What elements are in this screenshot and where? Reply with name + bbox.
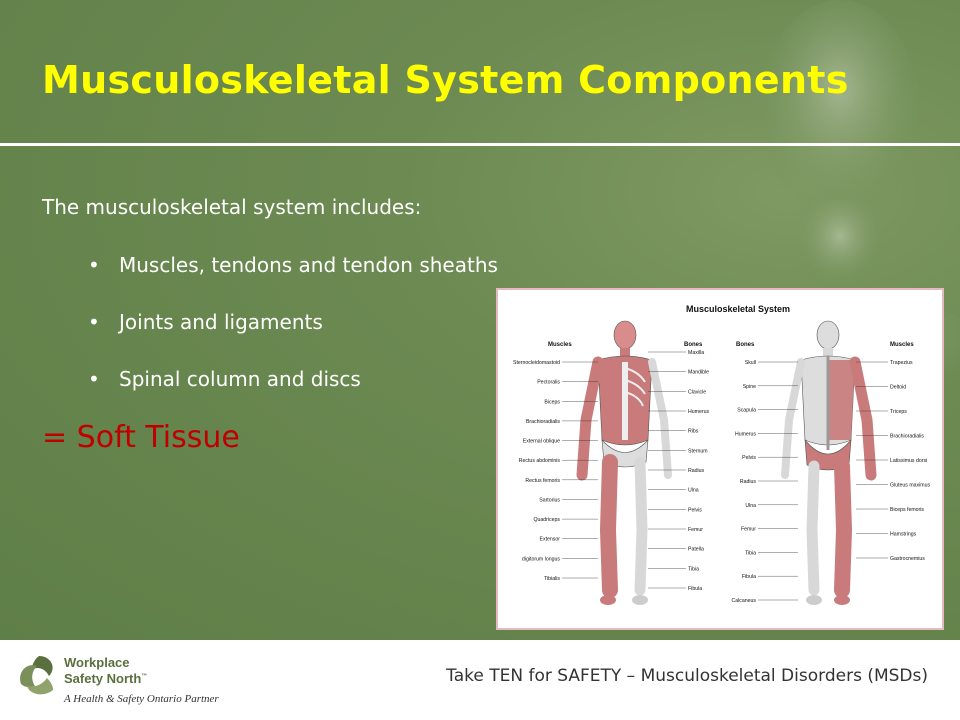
footer-caption: Take TEN for SAFETY – Musculoskeletal Di… bbox=[446, 666, 928, 686]
anatomy-label: Sternocleidomastoid bbox=[513, 360, 560, 366]
anatomy-label: Scapula bbox=[737, 408, 756, 414]
logo-tagline: A Health & Safety Ontario Partner bbox=[64, 693, 219, 705]
anatomy-label: Mandible bbox=[688, 370, 709, 376]
front-left-labels: SternocleidomastoidPectoralisBicepsBrach… bbox=[513, 360, 598, 582]
anatomy-label: Fibula bbox=[688, 586, 702, 592]
back-body-figure bbox=[781, 320, 877, 605]
back-right-labels: TrapeziusDeltoidTricepsBrachioradialisLa… bbox=[856, 360, 930, 562]
anatomy-label: Biceps femoris bbox=[890, 507, 924, 513]
logo-line-safety-north: Safety North™ bbox=[64, 671, 147, 686]
anatomy-illustration: Musculoskeletal System Muscles Bones Ste… bbox=[513, 304, 930, 605]
anatomy-label: Gastrocnemius bbox=[890, 556, 925, 562]
footer-bar bbox=[0, 640, 960, 720]
anatomy-label: Ribs bbox=[688, 429, 699, 435]
anatomy-label: Rectus abdominis bbox=[519, 458, 561, 464]
anatomy-label: Humerus bbox=[735, 431, 756, 437]
anatomy-label: Triceps bbox=[890, 409, 907, 415]
workplace-safety-north-logo bbox=[20, 656, 53, 695]
bullet-item: • Joints and ligaments bbox=[88, 305, 498, 362]
anatomy-label: Trapezius bbox=[890, 360, 913, 366]
anatomy-label: Tibia bbox=[688, 566, 699, 572]
bullet-list: • Muscles, tendons and tendon sheaths • Jo… bbox=[88, 248, 498, 419]
anatomy-label: Gluteus maximus bbox=[890, 483, 930, 489]
anatomy-label: Maxilla bbox=[688, 350, 704, 356]
figure-title: Musculoskeletal System bbox=[686, 304, 790, 314]
anatomy-label: Quadriceps bbox=[533, 517, 560, 523]
bullet-text: Spinal column and discs bbox=[119, 367, 361, 391]
logo-line-safety-north-text: Safety North bbox=[64, 671, 142, 686]
anatomy-label: Ulna bbox=[688, 488, 699, 494]
anatomy-label: Rectus femoris bbox=[525, 478, 560, 484]
anatomy-label: Hamstrings bbox=[890, 532, 917, 538]
title-divider bbox=[0, 143, 960, 146]
anatomy-label: Skull bbox=[745, 360, 756, 366]
anatomy-label: Tibialis bbox=[544, 576, 560, 582]
back-left-labels: SkullSpineScapulaHumerusPelvisRadiusUlna… bbox=[731, 360, 798, 604]
anatomy-label: Brachioradialis bbox=[526, 419, 560, 425]
anatomy-label: Brachioradialis bbox=[890, 434, 924, 440]
anatomy-label: Calcaneus bbox=[731, 598, 756, 604]
intro-text: The musculoskeletal system includes: bbox=[42, 195, 422, 219]
anatomy-label: Spine bbox=[743, 384, 756, 390]
back-header-right: Muscles bbox=[890, 342, 914, 348]
anatomy-label: External oblique bbox=[523, 439, 560, 445]
logo-trademark: ™ bbox=[141, 673, 148, 680]
anatomy-label: Clavicle bbox=[688, 389, 706, 395]
bullet-item: • Spinal column and discs bbox=[88, 362, 498, 419]
anatomy-label: Tibia bbox=[745, 550, 756, 556]
front-header-left: Muscles bbox=[548, 342, 572, 348]
anatomy-label: Patella bbox=[688, 547, 704, 553]
front-body-figure bbox=[576, 320, 672, 605]
anatomy-label: digitorum longus bbox=[522, 556, 560, 562]
soft-tissue-conclusion: = Soft Tissue bbox=[42, 420, 240, 455]
bullet-item: • Muscles, tendons and tendon sheaths bbox=[88, 248, 498, 305]
anatomy-label: Latissimus dorsi bbox=[890, 458, 927, 464]
logo-line-workplace: Workplace bbox=[64, 655, 130, 670]
bullet-text: Muscles, tendons and tendon sheaths bbox=[119, 253, 498, 277]
anatomy-figure: Musculoskeletal System Muscles Bones Ste… bbox=[496, 288, 944, 630]
front-right-labels: MaxillaMandibleClavicleHumerusRibsSternu… bbox=[648, 350, 709, 592]
anatomy-label: Femur bbox=[688, 527, 703, 533]
bullet-icon: • bbox=[88, 310, 100, 334]
anatomy-label: Humerus bbox=[688, 409, 709, 415]
bullet-icon: • bbox=[88, 253, 100, 277]
anatomy-label: Pelvis bbox=[688, 507, 702, 513]
anatomy-label: Radius bbox=[688, 468, 705, 474]
anatomy-label: Radius bbox=[740, 479, 757, 485]
anatomy-label: Extensor bbox=[540, 537, 561, 543]
anatomy-label: Fibula bbox=[742, 574, 756, 580]
anatomy-label: Biceps bbox=[544, 399, 560, 405]
anatomy-label: Femur bbox=[741, 527, 756, 533]
anatomy-label: Pectoralis bbox=[537, 380, 560, 386]
bullet-text: Joints and ligaments bbox=[119, 310, 323, 334]
anatomy-label: Sartorius bbox=[539, 497, 560, 503]
back-header-left: Bones bbox=[736, 342, 755, 348]
anatomy-label: Sternum bbox=[688, 448, 708, 454]
anatomy-label: Pelvis bbox=[742, 455, 756, 461]
front-header-right: Bones bbox=[684, 342, 703, 348]
anatomy-label: Ulna bbox=[745, 503, 756, 509]
slide-title: Musculoskeletal System Components bbox=[42, 58, 849, 102]
bullet-icon: • bbox=[88, 367, 100, 391]
anatomy-label: Deltoid bbox=[890, 385, 906, 391]
